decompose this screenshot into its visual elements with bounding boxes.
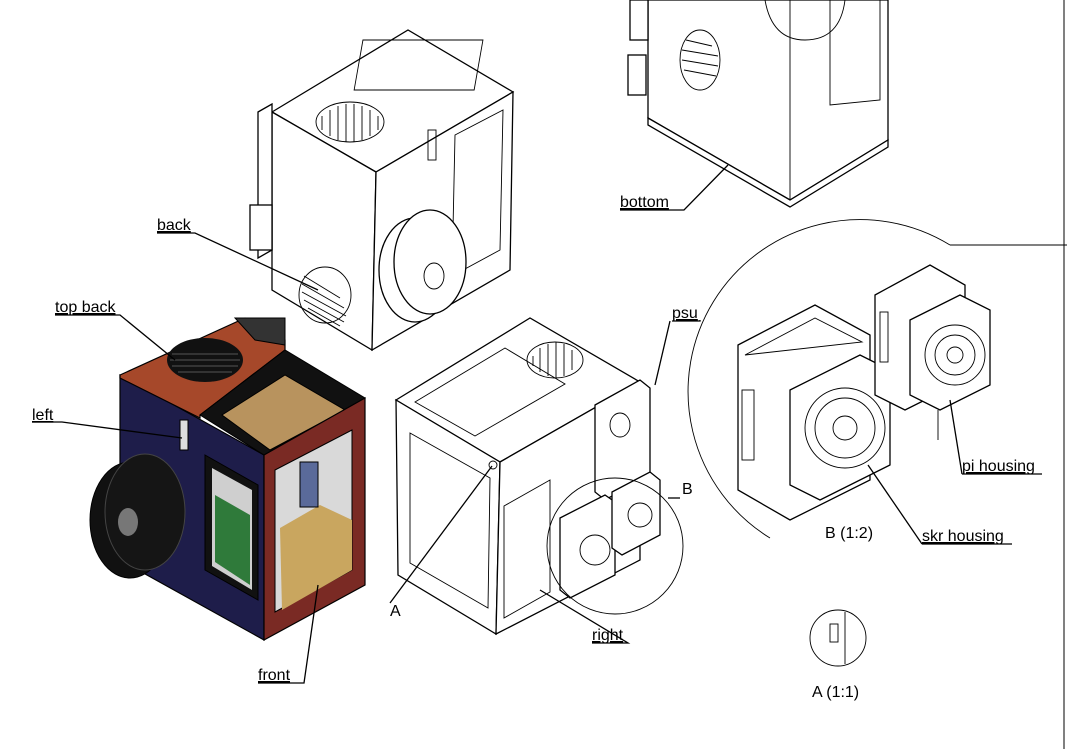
printer-view-bottom xyxy=(627,0,889,208)
label-detail-a: A (1:1) xyxy=(812,684,859,701)
label-top-back: top back xyxy=(55,299,116,316)
label-front: front xyxy=(258,667,291,684)
label-psu: psu xyxy=(672,305,698,322)
label-left: left xyxy=(32,407,54,424)
label-pi-housing: pi housing xyxy=(962,458,1035,475)
label-bottom: bottom xyxy=(620,194,669,211)
callout-labels: bottom back top back left front A B psu … xyxy=(32,194,1035,701)
printer-view-colored xyxy=(89,317,366,642)
detail-a-view xyxy=(809,609,867,667)
label-skr-housing: skr housing xyxy=(922,528,1004,545)
printer-view-right xyxy=(394,317,684,636)
label-callout-b: B xyxy=(682,481,693,498)
label-detail-b: B (1:2) xyxy=(825,525,873,542)
label-right: right xyxy=(592,627,624,644)
label-back: back xyxy=(157,217,192,234)
detail-b-view xyxy=(687,219,1067,539)
printer-view-back xyxy=(249,29,515,352)
label-callout-a: A xyxy=(390,603,401,620)
leader-lines xyxy=(32,164,1042,684)
